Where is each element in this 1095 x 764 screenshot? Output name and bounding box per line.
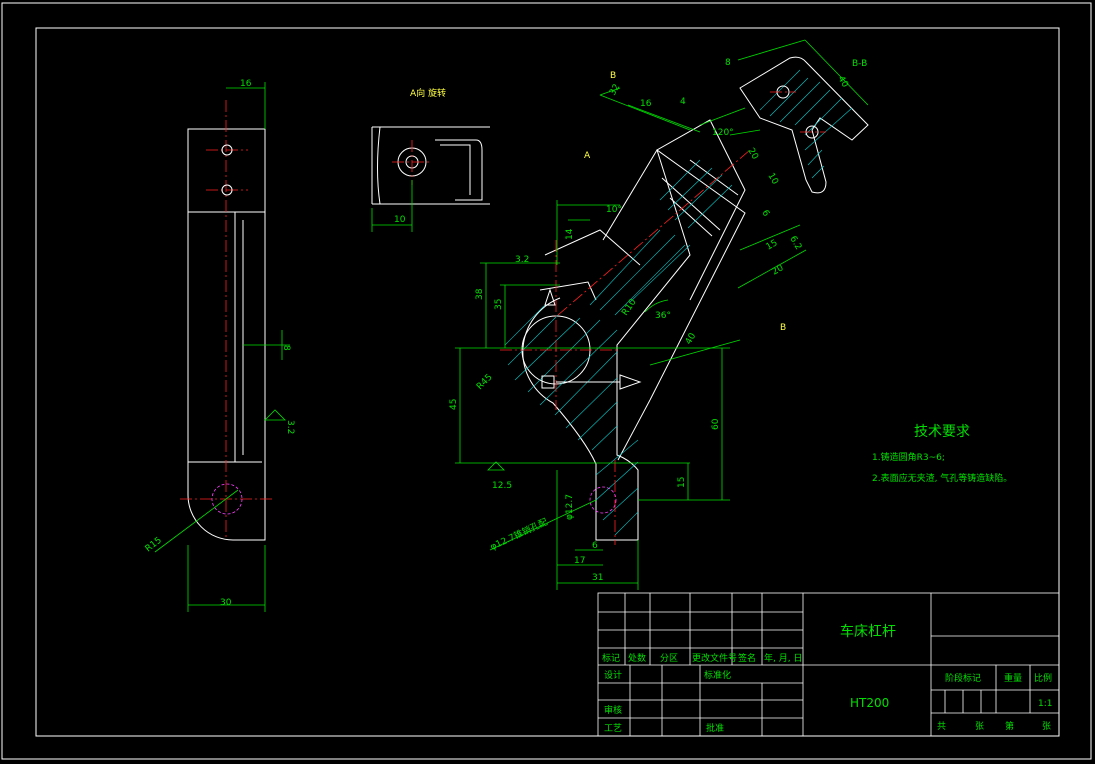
dim-20b: 20 [771, 263, 786, 278]
dim-38: 38 [475, 288, 485, 300]
hdr-date: 年, 月, 日 [764, 652, 802, 664]
tech-requirements: 技术要求 1.铸造圆角R3~6; 2.表面应无夹渣, 气孔等铸造缺陷。 [872, 424, 1012, 484]
part-name: 车床杠杆 [840, 623, 896, 640]
dim-40: 40 [684, 331, 699, 346]
dim-4: 4 [680, 97, 686, 107]
dim-b14: 14 [565, 228, 575, 240]
angle-10: 10° [606, 205, 622, 215]
aux-view-title: A向 旋转 [410, 87, 446, 99]
section-corner-dim: 8 [725, 58, 731, 68]
tb-standardize: 标准化 [704, 669, 731, 681]
tb-process: 工艺 [604, 723, 622, 734]
label-a: A [584, 151, 591, 161]
hdr-sign: 签名 [738, 652, 756, 664]
dim-31: 31 [592, 573, 603, 583]
tb-sheet-unit1: 张 [975, 721, 984, 732]
hdr-count: 处数 [628, 652, 646, 664]
tb-stage-mark: 阶段标记 [945, 672, 981, 684]
hdr-mark: 标记 [602, 652, 620, 664]
label-b-top: B [610, 71, 616, 81]
tb-sheet-unit2: 张 [1042, 721, 1051, 732]
dim-35: 35 [494, 299, 504, 310]
hdr-change: 更改文件号 [692, 652, 737, 664]
tb-design: 设计 [604, 669, 622, 681]
tech-item-2: 2.表面应无夹渣, 气孔等铸造缺陷。 [872, 472, 1012, 484]
dim-10: 10 [765, 172, 780, 187]
main-view: A B B 45 60 15 31 17 6 38 35 R45 R10 36°… [449, 71, 807, 590]
left-dim-top: 16 [240, 79, 252, 89]
main-hatch [504, 159, 733, 536]
tb-scale-value: 1:1 [1038, 699, 1052, 709]
tb-review: 审核 [604, 704, 622, 716]
angle-120: 120° [712, 128, 734, 138]
hdr-zone: 分区 [660, 653, 678, 664]
aux-dim-bottom: 10 [394, 215, 406, 225]
dim-32b: 3.2 [515, 255, 529, 265]
title-block: 车床杠杆 HT200 标记 处数 分区 更改文件号 签名 年, 月, 日 设计 … [597, 592, 1060, 737]
tb-approve: 批准 [706, 722, 724, 734]
left-roughness: 3.2 [285, 420, 295, 434]
angle-36: 36° [655, 311, 671, 321]
label-b-bottom: B [780, 323, 786, 333]
aux-view: A向 旋转 10 [371, 87, 490, 232]
dim-6: 6 [759, 209, 771, 219]
main-roughness: 12.5 [492, 481, 512, 491]
inner-border [35, 27, 1060, 737]
tb-scale: 比例 [1034, 672, 1052, 684]
left-radius: R15 [144, 536, 164, 555]
dim-15: 15 [765, 238, 780, 252]
dim-6b: 6 [592, 541, 598, 551]
section-bb: B-B 8 40 [725, 39, 869, 194]
left-view: 16 30 8 3.2 R15 [144, 79, 295, 612]
dim-17: 17 [574, 556, 585, 566]
dim-45: 45 [449, 399, 459, 410]
hole-note: φ12.7锥销孔配 [488, 516, 549, 553]
tb-sheet-total: 共 [937, 721, 946, 732]
dim-62: 6.2 [787, 235, 803, 252]
section-hatch [759, 69, 853, 179]
material: HT200 [850, 696, 889, 710]
dim-60: 60 [711, 418, 721, 430]
dim-32: 32 [608, 83, 622, 98]
left-dim-side: 8 [281, 345, 291, 351]
tb-weight: 重量 [1004, 672, 1022, 684]
tech-item-1: 1.铸造圆角R3~6; [872, 451, 945, 463]
dim-20a: 20 [745, 147, 760, 162]
tb-sheet-no: 第 [1005, 720, 1014, 732]
dim-1216: φ12.7 [565, 494, 575, 520]
dim-15b: 15 [677, 477, 687, 488]
dim-r45: R45 [475, 373, 495, 393]
left-dim-bottom: 30 [220, 598, 232, 608]
section-side-dim: 40 [835, 75, 850, 90]
dim-r10: R10 [620, 297, 639, 317]
section-title: B-B [852, 59, 867, 69]
dim-16: 16 [640, 99, 652, 109]
tech-title: 技术要求 [914, 424, 970, 440]
